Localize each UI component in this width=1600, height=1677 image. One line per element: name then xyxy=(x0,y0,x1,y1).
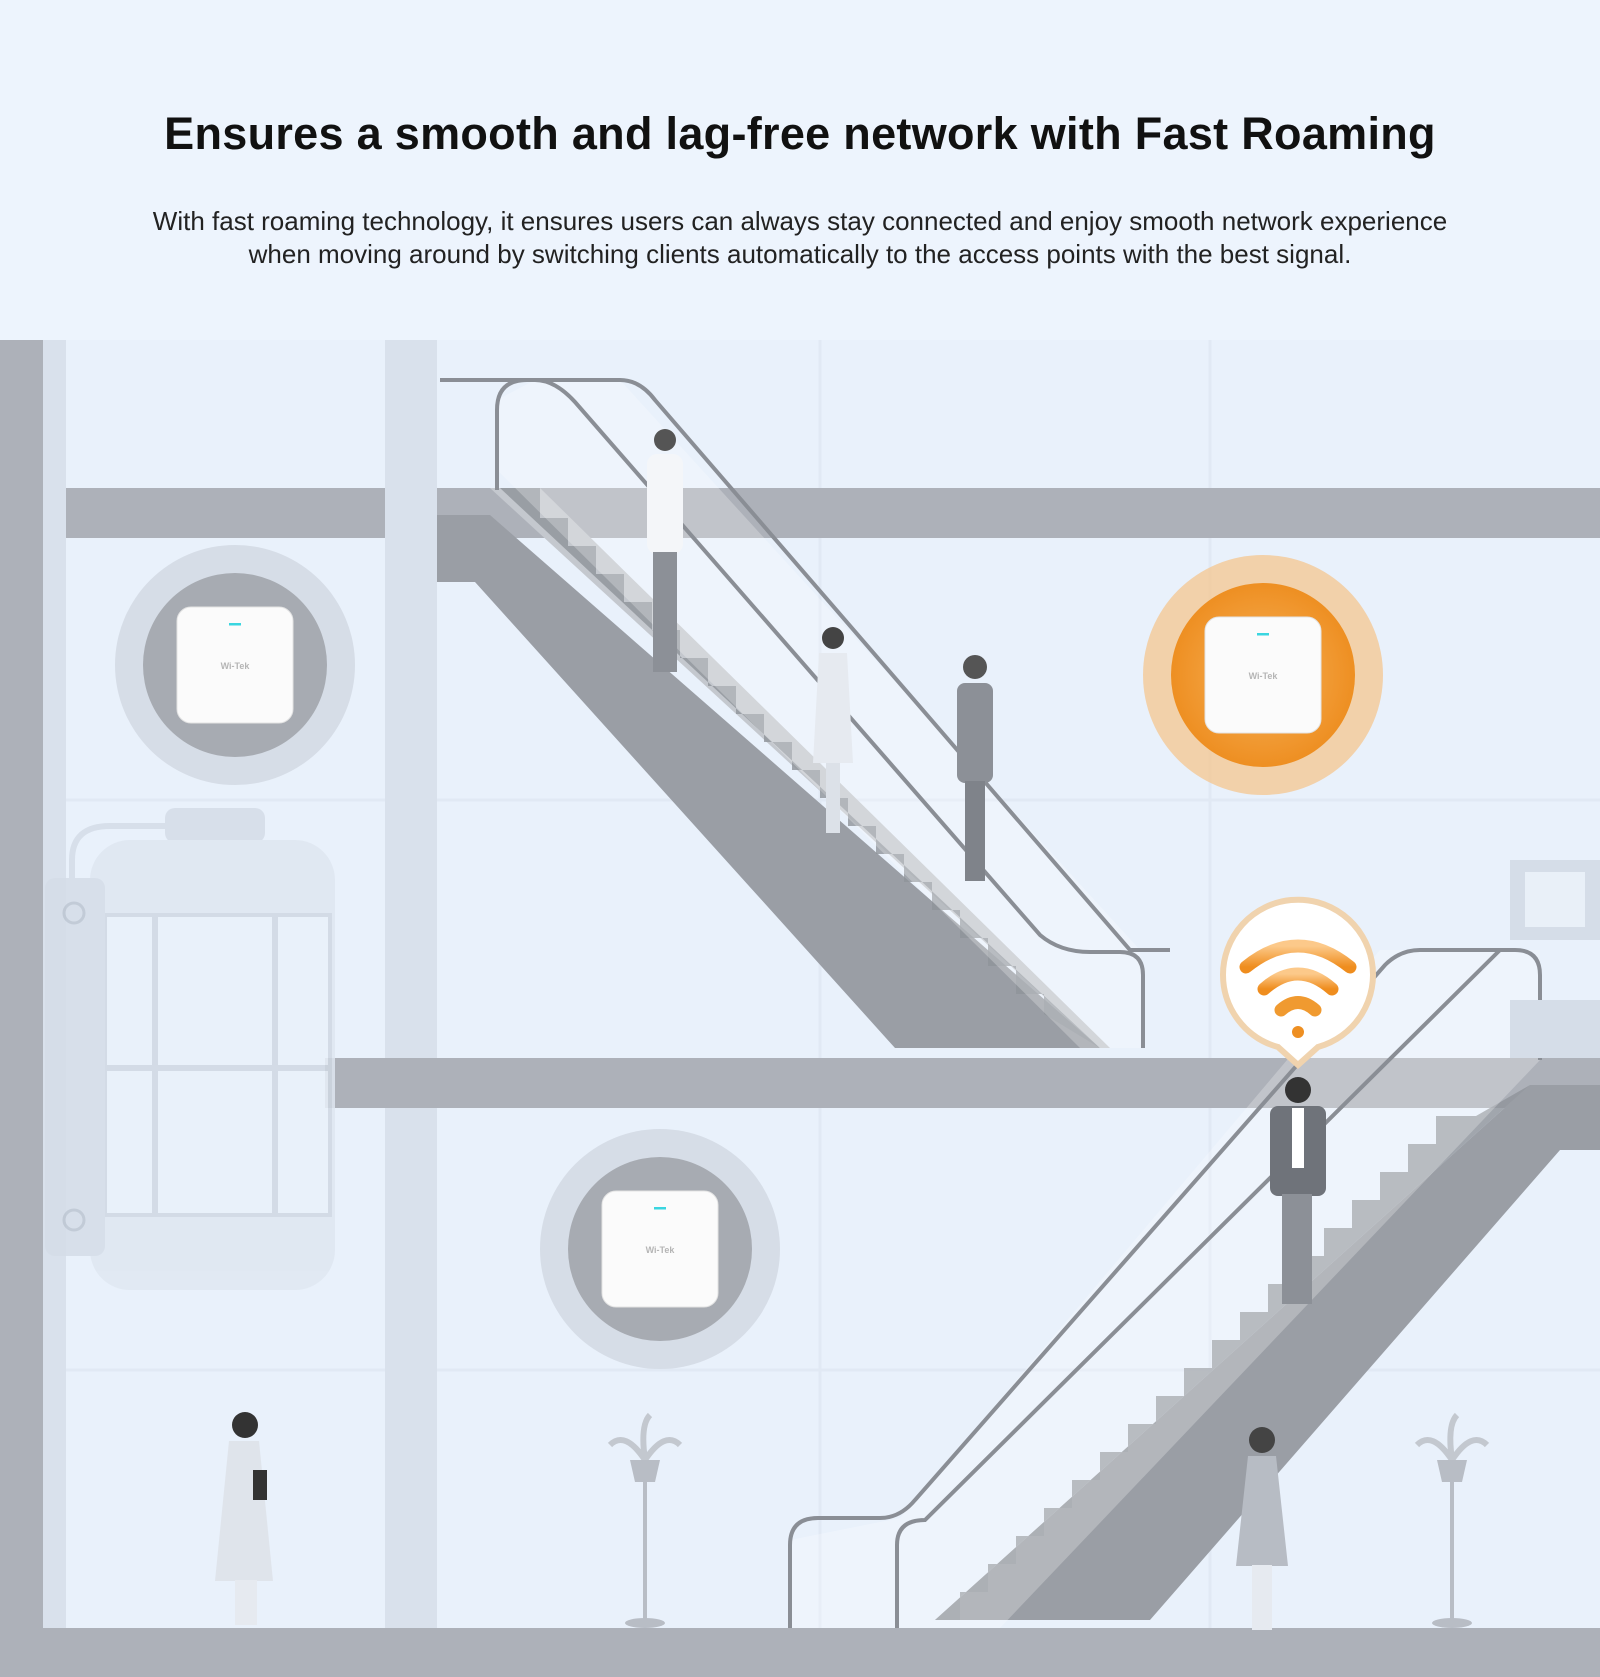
person xyxy=(1270,1077,1326,1304)
access-point-idle-1 xyxy=(115,545,355,785)
plant-stand xyxy=(607,1412,683,1628)
person xyxy=(813,627,853,833)
floor-2-slab xyxy=(437,488,1600,538)
person xyxy=(1236,1427,1288,1630)
people xyxy=(215,429,1326,1630)
left-wall xyxy=(0,340,43,1677)
ground-floor xyxy=(0,1628,1600,1677)
floor-2-slab-left xyxy=(66,488,385,538)
access-point-idle-2 xyxy=(540,1129,780,1369)
subtitle-line-2: when moving around by switching clients … xyxy=(248,239,1352,269)
plant-stand xyxy=(1414,1412,1490,1628)
lower-escalator xyxy=(788,948,1600,1628)
glass-elevator xyxy=(45,808,335,1290)
wifi-icon xyxy=(1219,896,1376,1070)
person xyxy=(647,429,683,672)
floor-1-slab xyxy=(325,1058,1600,1108)
person xyxy=(215,1412,273,1625)
kiosk xyxy=(1510,860,1600,1058)
page-subtitle: With fast roaming technology, it ensures… xyxy=(60,205,1540,271)
center-pillar xyxy=(385,340,437,1628)
access-point-active xyxy=(1143,555,1383,795)
person xyxy=(957,655,993,881)
page-title: Ensures a smooth and lag-free network wi… xyxy=(164,108,1436,159)
subtitle-line-1: With fast roaming technology, it ensures… xyxy=(152,206,1448,236)
